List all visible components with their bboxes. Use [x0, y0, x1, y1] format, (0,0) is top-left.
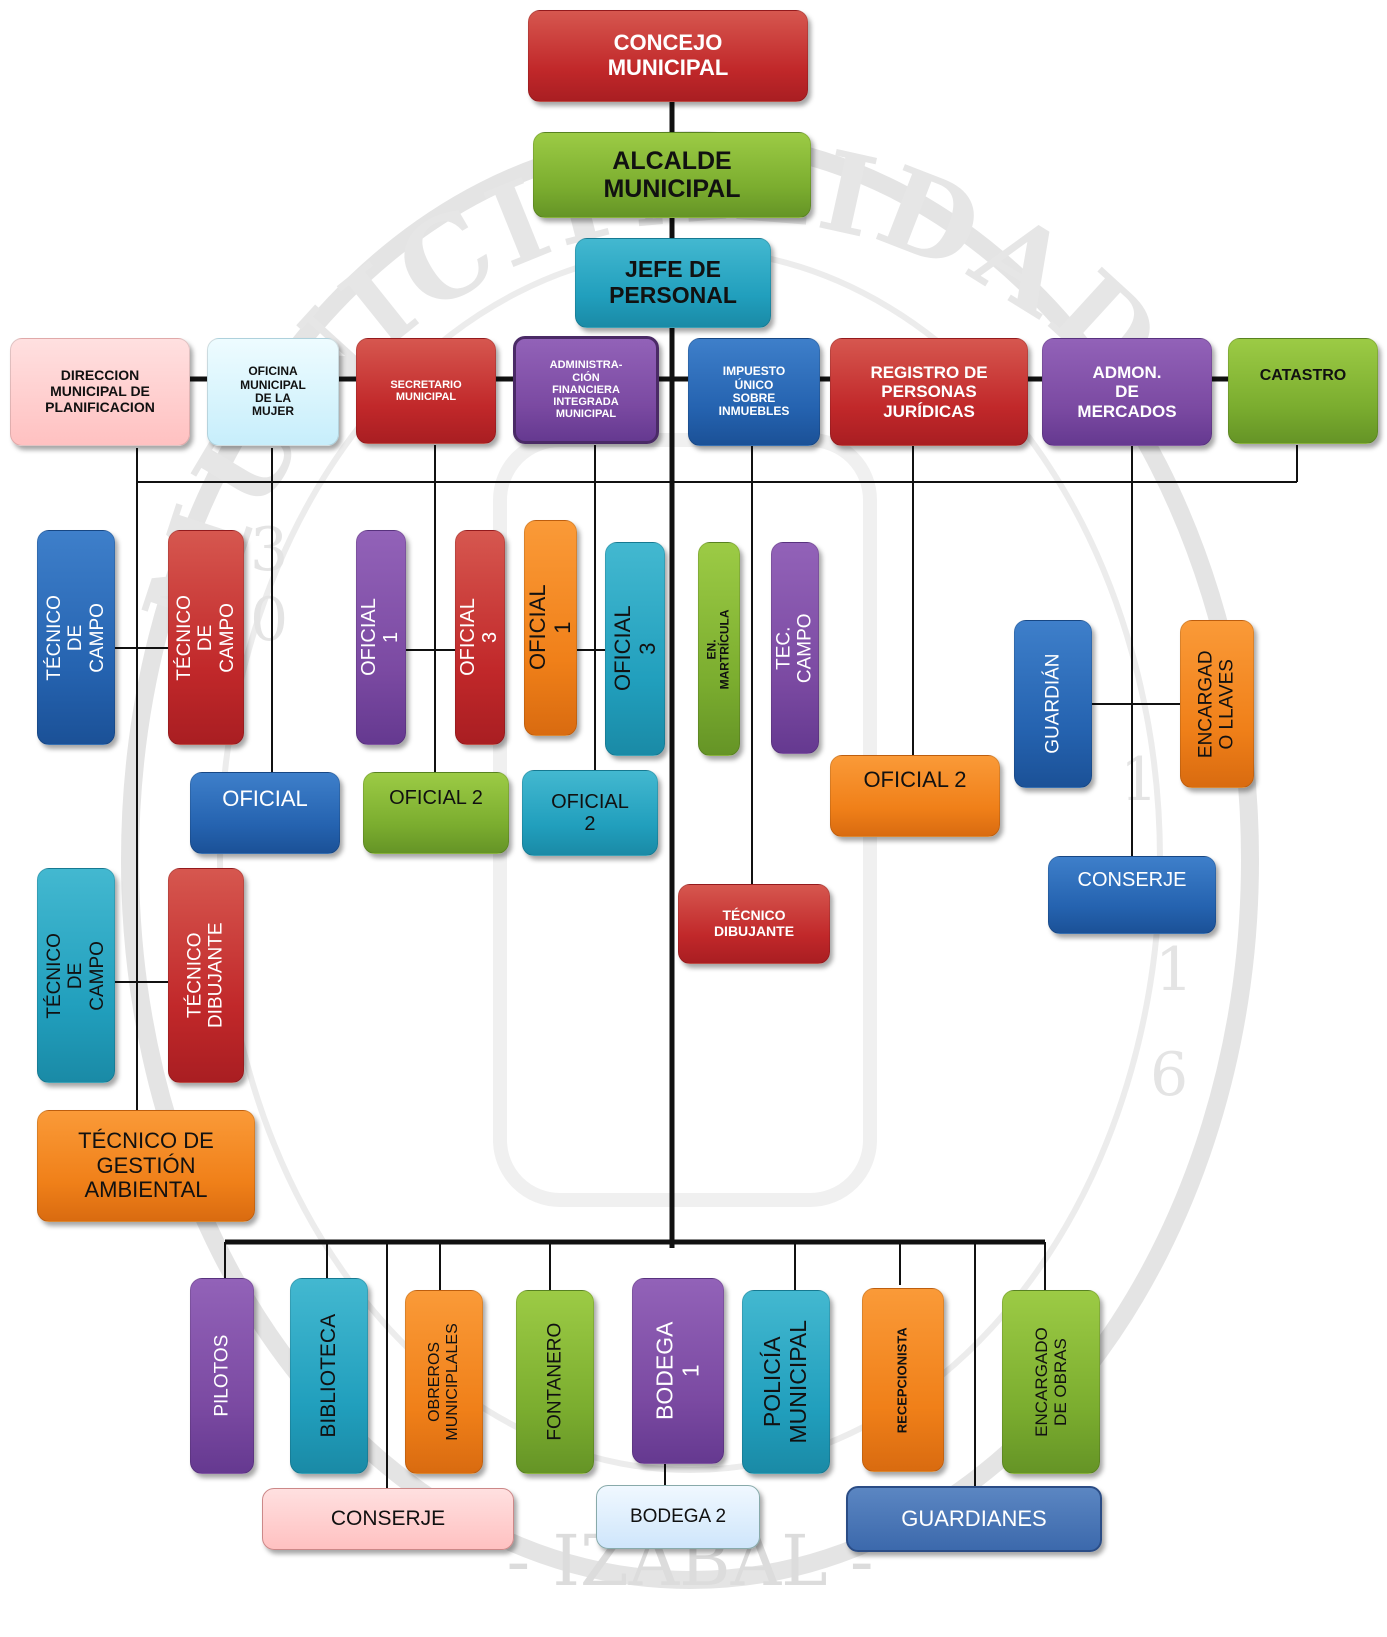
afim-oficial3-label: OFICIAL 3: [609, 605, 660, 692]
obreros-label: OBREROS MUNICIPLALES: [426, 1323, 461, 1441]
recepcionista-box: RECEPCIONISTA: [862, 1288, 944, 1472]
jefe-personal-label: JEFE DE PERSONAL: [609, 256, 737, 308]
catastro-label: CATASTRO: [1259, 367, 1347, 384]
registro-label: REGISTRO DE PERSONAS JURÍDICAS: [870, 363, 988, 421]
oficina-mujer-label: OFICINA MUNICIPAL DE LA MUJER: [240, 364, 306, 419]
secretario-label: SECRETARIO MUNICIPAL: [390, 378, 462, 403]
guardian-label: GUARDIÁN: [1042, 653, 1064, 755]
afim-oficial3-box: OFICIAL 3: [605, 542, 665, 756]
tec-campo-iusi-label: TEC. CAMPO: [773, 613, 817, 683]
mercados-label: ADMON. DE MERCADOS: [1077, 363, 1177, 421]
tecnico-gestion-label: TÉCNICO DE GESTIÓN AMBIENTAL: [78, 1128, 214, 1203]
tec-campo-iusi-box: TEC. CAMPO: [771, 542, 819, 754]
sec-oficial1-label: OFICIAL 1: [358, 598, 403, 677]
en-matricula-box: EN. MARTRÍCULA: [698, 542, 740, 756]
conserje-mercados-label: CONSERJE: [1077, 869, 1187, 891]
afim-oficial2-box: OFICIAL 2: [522, 770, 658, 856]
conserje-mercados-box: CONSERJE: [1048, 856, 1216, 934]
encargado-llaves-box: ENCARGAD O LLAVES: [1180, 620, 1254, 788]
policia-box: POLICÍA MUNICIPAL: [742, 1290, 830, 1474]
biblioteca-box: BIBLIOTECA: [290, 1278, 368, 1474]
alcalde-municipal-label: ALCALDE MUNICIPAL: [603, 147, 741, 203]
tecnico-dibujante-1-label: TÉCNICO DIBUJANTE: [184, 922, 228, 1029]
guardian-box: GUARDIÁN: [1014, 620, 1092, 788]
bodega2-label: BODEGA 2: [629, 1506, 727, 1528]
tecnico-campo-2-label: TÉCNICO DE CAMPO: [174, 594, 238, 681]
conserje-bottom-label: CONSERJE: [330, 1507, 446, 1531]
guardianes-box: GUARDIANES: [846, 1486, 1102, 1552]
dir-planificacion-label: DIRECCION MUNICIPAL DE PLANIFICACION: [45, 367, 155, 415]
afim-oficial1-box: OFICIAL 1: [524, 520, 577, 736]
bodega1-label: BODEGA 1: [651, 1321, 704, 1421]
afim-oficial1-label: OFICIAL 1: [524, 584, 575, 671]
registro-oficial2-box: OFICIAL 2: [830, 755, 1000, 837]
concejo-municipal-label: CONCEJO MUNICIPAL: [607, 30, 729, 80]
tecnico-dibujante-2-box: TÉCNICO DIBUJANTE: [678, 884, 830, 964]
sec-oficial2-box: OFICIAL 2: [363, 772, 509, 854]
conserje-bottom-box: CONSERJE: [262, 1488, 514, 1550]
fontanero-box: FONTANERO: [516, 1290, 594, 1474]
en-matricula-label: EN. MARTRÍCULA: [704, 608, 733, 689]
registro-oficial2-label: OFICIAL 2: [863, 767, 967, 792]
iusi-label: IMPUESTO ÚNICO SOBRE INMUEBLES: [718, 364, 790, 419]
tecnico-gestion-box: TÉCNICO DE GESTIÓN AMBIENTAL: [37, 1110, 255, 1222]
tecnico-campo-1-box: TÉCNICO DE CAMPO: [37, 530, 115, 745]
dir-planificacion-box: DIRECCION MUNICIPAL DE PLANIFICACION: [10, 338, 190, 446]
guardianes-label: GUARDIANES: [901, 1505, 1047, 1531]
alcalde-municipal-box: ALCALDE MUNICIPAL: [533, 132, 811, 218]
afim-label: ADMINISTRA- CIÓN FINANCIERA INTEGRADA MU…: [549, 359, 623, 421]
tecnico-campo-1-label: TÉCNICO DE CAMPO: [44, 594, 108, 681]
sec-oficial3-box: OFICIAL 3: [455, 530, 505, 745]
oficina-mujer-box: OFICINA MUNICIPAL DE LA MUJER: [207, 338, 339, 446]
iusi-box: IMPUESTO ÚNICO SOBRE INMUEBLES: [688, 338, 820, 446]
biblioteca-label: BIBLIOTECA: [317, 1314, 341, 1438]
recepcionista-label: RECEPCIONISTA: [894, 1327, 910, 1433]
tecnico-dibujante-1-box: TÉCNICO DIBUJANTE: [168, 868, 244, 1083]
tecnico-campo-3-label: TÉCNICO DE CAMPO: [44, 932, 108, 1019]
bodega2-box: BODEGA 2: [596, 1485, 760, 1549]
bodega1-box: BODEGA 1: [632, 1278, 724, 1464]
encargado-obras-box: ENCARGADO DE OBRAS: [1002, 1290, 1100, 1474]
oficial-mujer-box: OFICIAL: [190, 772, 340, 854]
mercados-box: ADMON. DE MERCADOS: [1042, 338, 1212, 446]
sec-oficial3-label: OFICIAL 3: [457, 598, 502, 677]
obreros-box: OBREROS MUNICIPLALES: [405, 1290, 483, 1474]
sec-oficial2-label: OFICIAL 2: [389, 787, 483, 809]
fontanero-label: FONTANERO: [544, 1323, 566, 1441]
oficial-mujer-label: OFICIAL: [222, 786, 308, 811]
tecnico-campo-3-box: TÉCNICO DE CAMPO: [37, 868, 115, 1083]
tecnico-dibujante-2-label: TÉCNICO DIBUJANTE: [713, 907, 795, 939]
pilotos-box: PILOTOS: [190, 1278, 254, 1474]
policia-label: POLICÍA MUNICIPAL: [759, 1320, 812, 1444]
registro-box: REGISTRO DE PERSONAS JURÍDICAS: [830, 338, 1028, 446]
pilotos-label: PILOTOS: [211, 1334, 233, 1417]
catastro-box: CATASTRO: [1228, 338, 1378, 444]
jefe-personal-box: JEFE DE PERSONAL: [575, 238, 771, 328]
encargado-llaves-label: ENCARGAD O LLAVES: [1195, 650, 1238, 758]
concejo-municipal-box: CONCEJO MUNICIPAL: [528, 10, 808, 102]
afim-box: ADMINISTRA- CIÓN FINANCIERA INTEGRADA MU…: [513, 336, 659, 444]
encargado-obras-label: ENCARGADO DE OBRAS: [1031, 1327, 1071, 1437]
afim-oficial2-label: OFICIAL 2: [551, 790, 629, 835]
secretario-box: SECRETARIO MUNICIPAL: [356, 338, 496, 444]
tecnico-campo-2-box: TÉCNICO DE CAMPO: [168, 530, 244, 745]
sec-oficial1-box: OFICIAL 1: [356, 530, 406, 745]
